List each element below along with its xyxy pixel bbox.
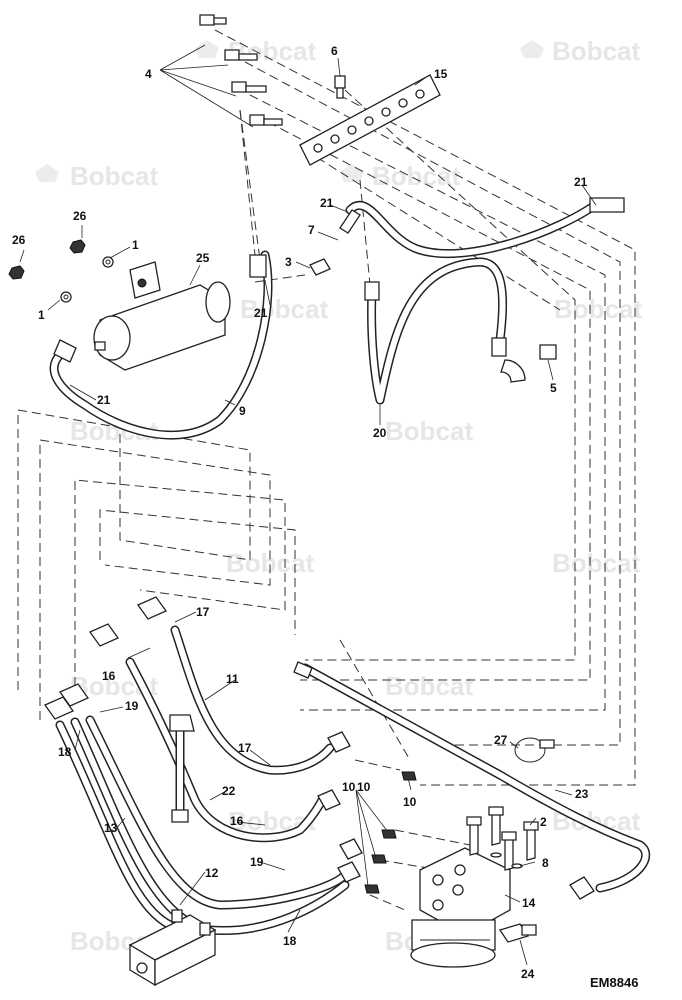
- watermark-text: Bobcat: [385, 671, 473, 701]
- callout-3: 3: [285, 255, 292, 269]
- callout-16b: 16: [230, 814, 244, 828]
- washers-nuts: [8, 239, 114, 303]
- callout-labels: 1 1 2 3 4 5 6 7 8 9 10 10 10 11 12 13 14…: [12, 44, 589, 981]
- callout-26a: 26: [73, 209, 87, 223]
- callout-17a: 17: [196, 605, 210, 619]
- callout-25: 25: [196, 251, 210, 265]
- routing-lines: [17, 29, 636, 911]
- callout-8: 8: [542, 856, 549, 870]
- callout-17b: 17: [238, 741, 252, 755]
- callout-20: 20: [373, 426, 387, 440]
- callout-18a: 18: [58, 745, 72, 759]
- callout-15: 15: [434, 67, 448, 81]
- bobcat-logo-icon: [35, 164, 59, 182]
- bobcat-logo-icon: [340, 164, 364, 182]
- elbow-fittings: [199, 14, 346, 126]
- callout-9: 9: [239, 404, 246, 418]
- watermark-text: Bobcat: [552, 548, 640, 578]
- watermark-text: Bobcat: [372, 161, 460, 191]
- callout-2: 2: [540, 815, 547, 829]
- watermark-text: Bobcat: [70, 161, 158, 191]
- hose-9: [49, 250, 273, 440]
- callout-24: 24: [521, 967, 535, 981]
- callout-21c: 21: [320, 196, 334, 210]
- watermarks: Bobcat Bobcat Bobcat Bobcat Bobcat Bobca…: [35, 36, 642, 956]
- callout-12: 12: [205, 866, 219, 880]
- leader-lines: [19, 44, 597, 966]
- callout-21b: 21: [254, 306, 268, 320]
- callout-18b: 18: [283, 934, 297, 948]
- callout-4: 4: [145, 67, 152, 81]
- callout-22: 22: [222, 784, 236, 798]
- fitting-24: [498, 923, 537, 943]
- diagram-code: EM8846: [590, 975, 638, 990]
- steering-motor: [410, 847, 511, 968]
- callout-11: 11: [226, 672, 239, 686]
- callout-5: 5: [550, 381, 557, 395]
- callout-13: 13: [104, 821, 118, 835]
- accumulator-canister: [93, 261, 231, 371]
- watermark-text: Bobcat: [240, 294, 328, 324]
- watermark-text: Bobcat: [554, 294, 642, 324]
- callout-27: 27: [494, 733, 508, 747]
- callout-1b: 1: [132, 238, 139, 252]
- bobcat-logo-icon: [195, 40, 219, 58]
- fitting-bracket: [299, 74, 441, 166]
- callout-19a: 19: [125, 699, 139, 713]
- hose-23: [293, 661, 651, 900]
- callout-14: 14: [522, 896, 536, 910]
- mounting-bolts: [466, 806, 539, 871]
- callout-23: 23: [575, 787, 589, 801]
- callout-21d: 21: [574, 175, 588, 189]
- callout-1a: 1: [38, 308, 45, 322]
- hoses-upper-left: [89, 596, 351, 843]
- callout-6: 6: [331, 44, 338, 58]
- valve-block: [128, 909, 217, 987]
- callout-10b: 10: [403, 795, 417, 809]
- bobcat-logo-icon: [520, 40, 544, 58]
- watermark-text: Bobcat: [385, 416, 473, 446]
- callout-19b: 19: [250, 855, 264, 869]
- hose-20: [364, 257, 557, 405]
- watermark-text: Bobcat: [228, 36, 316, 66]
- port-adapters: [364, 771, 417, 894]
- callout-26b: 26: [12, 233, 26, 247]
- hose-upper-loop: [309, 197, 625, 276]
- callout-7: 7: [308, 223, 315, 237]
- hose-22: [169, 714, 195, 823]
- callout-10c: 10: [357, 780, 371, 794]
- watermark-text: Bobcat: [552, 36, 640, 66]
- callout-21a: 21: [97, 393, 111, 407]
- callout-16a: 16: [102, 669, 116, 683]
- callout-10a: 10: [342, 780, 356, 794]
